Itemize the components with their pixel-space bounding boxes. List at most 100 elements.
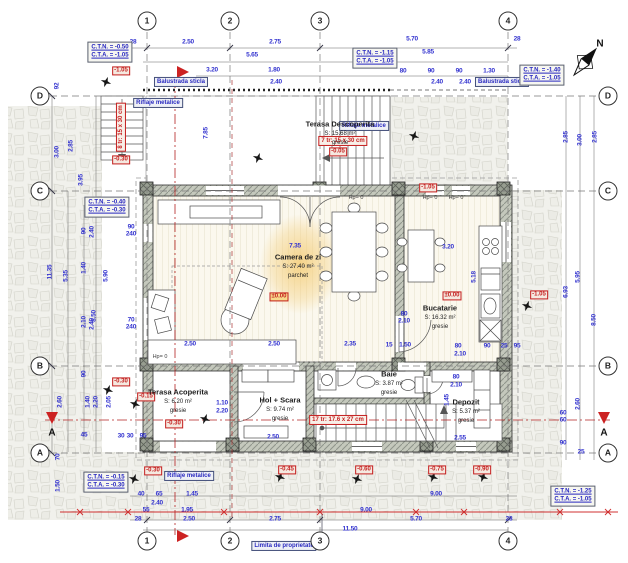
dining-table	[319, 202, 389, 302]
dimension-label: 7.35	[289, 242, 301, 250]
survey-markers	[100, 76, 533, 485]
dimension-label: 2.50	[182, 38, 194, 46]
level-marker: -0.30	[112, 377, 130, 387]
dimension-label: 65	[155, 490, 163, 498]
dimension-label: 5.70	[406, 35, 418, 43]
dimension-label: 28	[129, 38, 137, 46]
dimension-label: 2.40	[459, 78, 471, 86]
annotation-note: Riflaje metalice	[339, 120, 389, 132]
dimension-label: 2.50	[184, 340, 196, 348]
dimension-label: 2.60	[574, 398, 582, 410]
room-area: S: 3.87 m²	[375, 381, 403, 387]
dimension-label: 60	[559, 416, 567, 424]
section-letter: A	[48, 427, 56, 439]
dimension-label: 28	[134, 515, 142, 523]
level-marker: -0.60	[355, 465, 373, 475]
level-marker: -0.45	[278, 465, 296, 475]
parapet-label: Hp= 0	[422, 195, 438, 201]
dimension-label: 1.10	[216, 399, 228, 407]
grid-bubble-1: 1	[137, 11, 157, 31]
dimension-label: 3.20	[206, 66, 218, 74]
dimension-label: 2.60	[56, 396, 64, 408]
dimension-label: 5.18	[470, 271, 478, 283]
dimension-label: 2.55	[454, 434, 466, 442]
dimension-label: 1.80	[268, 66, 280, 74]
dimension-label: 95	[513, 342, 521, 350]
level-marker: -0.05	[329, 147, 347, 157]
dimension-label: 2.35	[344, 340, 356, 348]
dimension-label: 1.40	[80, 262, 88, 274]
dimension-label: 25	[577, 448, 585, 456]
grid-bubble-C: C	[30, 181, 50, 201]
grid-bubble-D: D	[598, 86, 618, 106]
dimension-label: 1.45	[443, 394, 451, 406]
grid-bubble-4: 4	[498, 531, 518, 551]
living-furniture	[147, 199, 323, 365]
dimension-label: 1.95	[181, 506, 193, 514]
dimension-label: 5.85	[422, 48, 434, 56]
level-marker: -1.05	[419, 183, 437, 193]
annotation-note: Riflaje metalice	[164, 470, 214, 482]
dimension-label: 240	[125, 230, 137, 238]
dimension-label: 1.50	[54, 480, 62, 492]
dimension-label: 2.75	[269, 515, 281, 523]
grid-bubble-4: 4	[498, 11, 518, 31]
dimension-label: 1.40	[84, 396, 92, 408]
terrain-hatch	[8, 97, 562, 520]
room-area: S: 5.37 m²	[452, 409, 480, 415]
dimension-label: 2.10	[80, 316, 88, 328]
dimension-label: 240	[125, 323, 137, 331]
dimension-label: 2.20	[216, 407, 228, 415]
room-name: Baie	[381, 369, 397, 379]
north-arrow-icon	[572, 47, 598, 77]
bathroom-fixtures	[317, 369, 424, 394]
dimension-label: 2.40	[88, 318, 96, 330]
storage-furniture	[241, 369, 491, 439]
room-floor-finish: gresie	[431, 324, 449, 330]
dimension-label: 5.70	[410, 515, 422, 523]
dimension-label: 6.93	[562, 286, 570, 298]
annotation-note: 17 tr: 17.6 x 27 cm	[309, 414, 367, 426]
level-marker: -0.30	[112, 155, 130, 165]
annotation-note: 7 tr: 15 x 30 cm	[318, 135, 368, 147]
grid-bubble-3: 3	[310, 531, 330, 551]
roof-overhang-line	[135, 177, 519, 461]
dimension-label: 2.85	[562, 131, 570, 143]
dimension-label: 2.40	[151, 499, 163, 507]
dimension-label: 3.00	[576, 134, 584, 146]
dimension-label: 28	[505, 515, 513, 523]
dimension-label: 30	[126, 432, 134, 440]
dimension-label: 30	[117, 432, 125, 440]
dimension-label: 2.85	[591, 131, 599, 143]
dimension-label: 1.45	[186, 490, 198, 498]
room-area: S: 16.32 m²	[424, 315, 456, 321]
parapet-label: Hp= 0	[152, 354, 168, 360]
dimension-label: 2.40	[270, 78, 282, 86]
dimension-label: 70	[54, 453, 62, 461]
dimension-label: 80	[399, 67, 407, 75]
dimension-label: 2.10	[398, 317, 410, 325]
dimension-label: 2.20	[92, 396, 100, 408]
dimension-label: 2.75	[269, 38, 281, 46]
level-marker: ±0.00	[269, 292, 289, 302]
dimension-label: 15	[385, 341, 393, 349]
grid-bubble-2: 2	[220, 531, 240, 551]
dimension-label: 11.35	[46, 264, 54, 280]
grid-bubble-D: D	[30, 86, 50, 106]
room-floor-finish: gresie	[169, 408, 187, 414]
room-area: S: 15.68 m²	[324, 131, 356, 137]
dimension-label: 1.50	[399, 341, 411, 349]
room-name: Terasa Acoperita	[147, 387, 209, 397]
dimension-label: 3.00	[53, 146, 61, 158]
level-marker: ±0.00	[442, 291, 462, 301]
parapet-label: Hp= 0	[348, 195, 364, 201]
level-marker: -1.05	[530, 290, 548, 300]
room-floor-finish: parchet	[287, 273, 309, 279]
dimension-label: 2.40	[431, 78, 443, 86]
dimension-label: 2.05	[105, 396, 113, 408]
grid-bubble-B: B	[598, 356, 618, 376]
